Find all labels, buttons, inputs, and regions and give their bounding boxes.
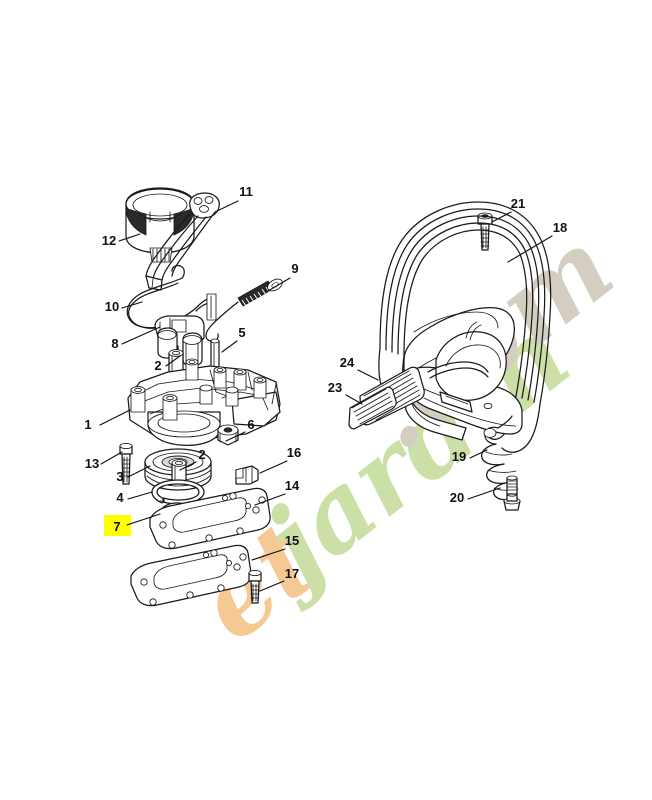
callout-24: 24 (340, 355, 355, 370)
handle-assembly (348, 201, 552, 511)
callout-19: 19 (452, 449, 466, 464)
part-11-lever (145, 192, 220, 291)
part-18-handle-frame (378, 201, 552, 453)
part-23-grip-pad-small (348, 386, 397, 430)
gear-housing-assembly (119, 187, 283, 607)
callout-20: 20 (450, 490, 464, 505)
part-2a-spacer-sleeve (168, 349, 184, 373)
callout-23: 23 (328, 380, 342, 395)
housing-top-bosses (130, 358, 267, 421)
highlight-box-part-7 (104, 515, 131, 536)
callout-10: 10 (105, 299, 119, 314)
part-2b-spacer-sleeve (171, 459, 187, 483)
callout-7: 7 (113, 519, 120, 534)
part-10-wire-loop (126, 265, 217, 329)
callout-6: 6 (247, 417, 254, 432)
callout-18: 18 (553, 220, 567, 235)
callout-12: 12 (102, 233, 116, 248)
part-20-shoulder-bolt (503, 475, 521, 511)
part-1-gear-housing (127, 358, 281, 446)
handle-body-shell (403, 307, 523, 441)
part-19-torsion-spring (480, 415, 519, 501)
callout-numbers: 1 2 2 3 4 5 6 7 8 9 10 11 12 13 14 15 16… (84, 184, 567, 581)
part-16-clip (235, 465, 259, 485)
part-6-hex-nut (217, 424, 239, 446)
part-4-retaining-ring-large (151, 479, 205, 505)
callout-2a: 2 (154, 358, 161, 373)
callout-2b: 2 (198, 447, 205, 462)
callout-11: 11 (239, 184, 253, 199)
callout-17: 17 (285, 566, 299, 581)
part-14-gasket-plate (149, 487, 271, 550)
callout-21: 21 (511, 196, 525, 211)
callout-16: 16 (287, 445, 301, 460)
part-17-bolt (248, 569, 262, 604)
callout-1: 1 (84, 417, 91, 432)
part-12-cup-housing (125, 187, 195, 263)
callout-14: 14 (285, 478, 300, 493)
callout-leaders (99, 200, 553, 592)
callout-8: 8 (111, 336, 118, 351)
callout-15: 15 (285, 533, 299, 548)
callout-13: 13 (85, 456, 99, 471)
callout-3: 3 (116, 469, 123, 484)
callout-9: 9 (291, 261, 298, 276)
callout-4: 4 (116, 490, 124, 505)
callout-5: 5 (238, 325, 245, 340)
